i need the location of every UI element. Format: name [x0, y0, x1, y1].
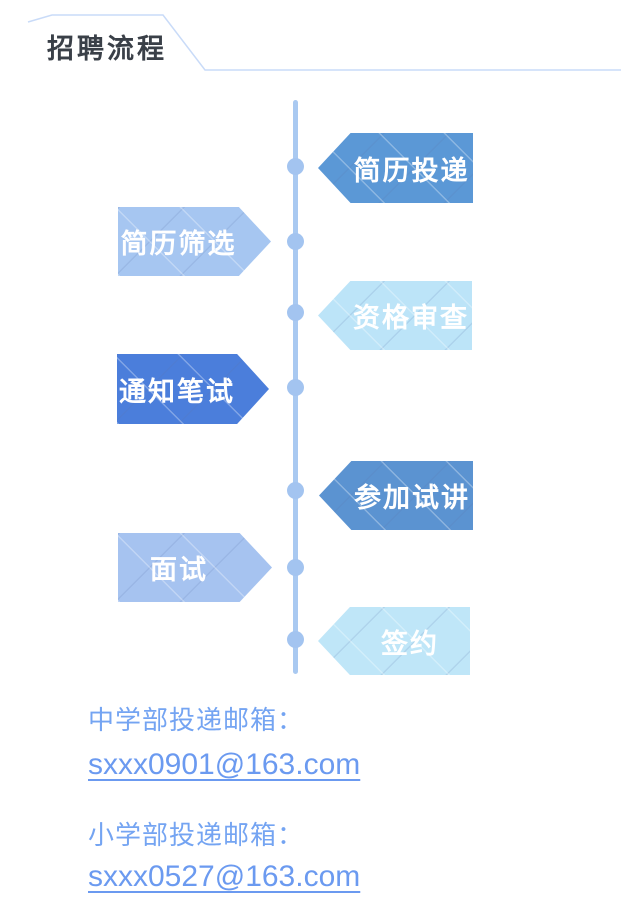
timeline-dot [287, 379, 304, 396]
contact-label-primary-school: 小学部投递邮箱： [88, 820, 305, 850]
timeline-dot [287, 482, 304, 499]
page-title: 招聘流程 [47, 34, 167, 64]
contact-email-middle-school[interactable]: sxxx0901@163.com [88, 748, 361, 781]
flow-step-written-test-notice: 通知笔试 [117, 354, 269, 424]
contact-email-primary-school[interactable]: sxxx0527@163.com [88, 860, 361, 893]
flow-step-interview: 面试 [118, 533, 272, 602]
header-divider-path [27, 14, 621, 71]
timeline-dot [287, 233, 304, 250]
flow-step-resume-submission: 简历投递 [318, 133, 473, 203]
flow-step-resume-screening: 简历筛选 [118, 207, 271, 276]
flow-step-qualification-review: 资格审查 [318, 281, 472, 350]
contact-label-middle-school: 中学部投递邮箱： [88, 705, 305, 735]
timeline-dot [287, 158, 304, 175]
timeline-dot [287, 559, 304, 576]
header-divider-line [27, 14, 621, 71]
timeline-dot [287, 631, 304, 648]
flow-step-trial-lecture: 参加试讲 [319, 461, 473, 530]
flow-step-signing: 签约 [318, 607, 470, 675]
timeline-dot [287, 304, 304, 321]
